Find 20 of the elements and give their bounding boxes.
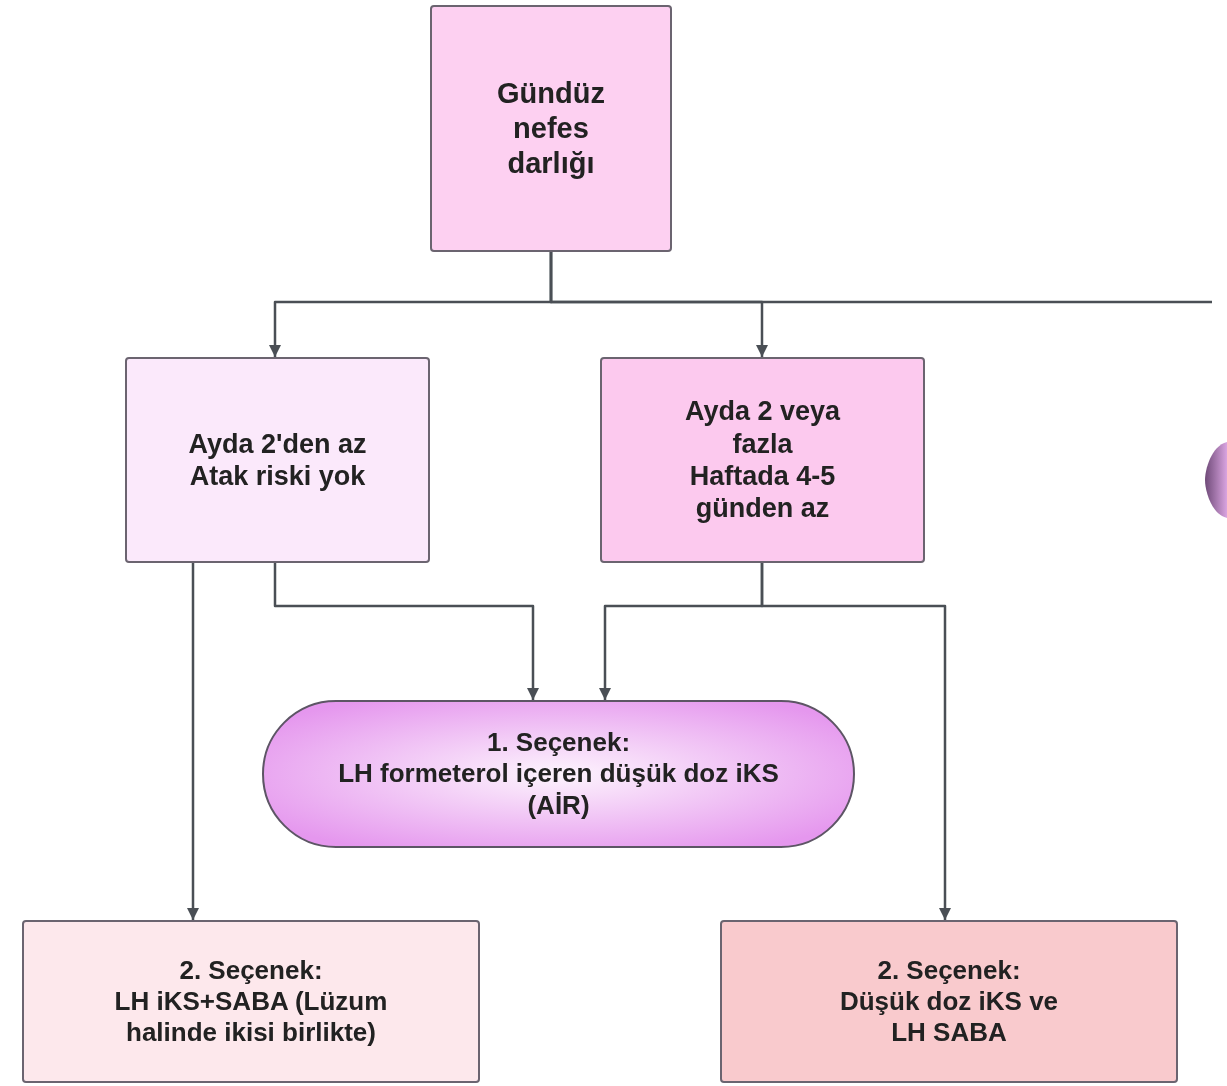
process-box: [600, 357, 925, 563]
box-heading: Ayda 2'den az: [188, 427, 367, 460]
box-text: Gündüz nefes darlığı: [496, 76, 606, 181]
box-text: Haftada 4-5 günden az: [688, 460, 837, 525]
arrow: [760, 563, 952, 920]
box-heading: 1. Seçenek:: [486, 727, 631, 759]
box-heading: 2. Seçenek:: [877, 954, 1021, 986]
box-text: LH formeterol içeren düşük doz iKS (AİR): [337, 758, 780, 821]
process-box: [430, 5, 672, 252]
process-box: [125, 357, 430, 563]
box-heading: 2. Seçenek:: [179, 954, 323, 986]
box-text: Atak riski yok: [189, 460, 366, 493]
cropped-shape: [1203, 440, 1227, 520]
box-text: LH iKS+SABA (Lüzum halinde ikisi birlikte): [113, 985, 389, 1049]
arrow: [186, 563, 200, 920]
arrow: [273, 563, 540, 700]
box-text: Düşük doz iKS ve LH SABA: [838, 985, 1060, 1049]
box-heading: Ayda 2 veya fazla: [683, 395, 842, 460]
process-box: [22, 920, 480, 1083]
process-box: [720, 920, 1178, 1083]
